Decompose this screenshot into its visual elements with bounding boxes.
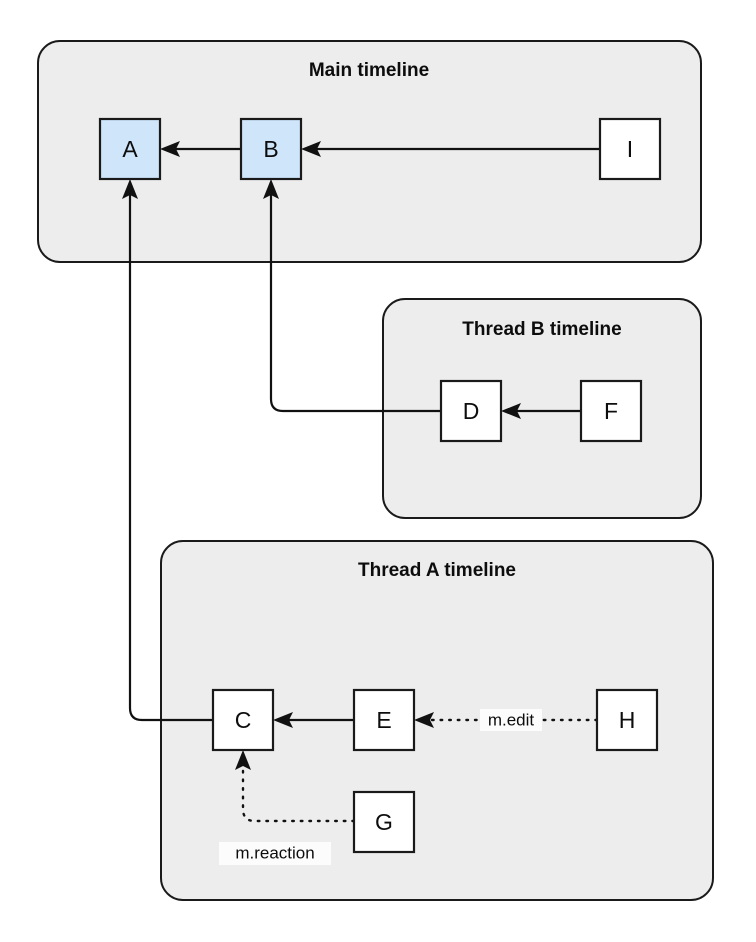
container-title-thread-a: Thread A timeline <box>358 560 516 581</box>
node-box-e[interactable] <box>352 688 416 752</box>
container-group-main[interactable]: Main timeline <box>37 40 702 263</box>
node-box-g[interactable] <box>352 790 416 854</box>
arrow-head-g-to-c <box>235 750 251 770</box>
edge-i-to-b[interactable] <box>301 141 600 157</box>
container-thread-b-timeline[interactable] <box>382 298 702 519</box>
node-label-b: B <box>263 136 278 162</box>
edge-e-to-c[interactable] <box>273 712 354 728</box>
edge-d-to-b[interactable] <box>263 179 441 413</box>
node-b[interactable]: B <box>239 117 303 181</box>
edge-f-to-d[interactable] <box>501 403 581 419</box>
edge-line-d-to-b <box>269 191 441 413</box>
node-box-a[interactable] <box>98 117 162 181</box>
node-label-g: G <box>375 809 393 835</box>
container-group-thread-b[interactable]: Thread B timeline <box>382 298 702 519</box>
node-label-a: A <box>122 136 138 162</box>
node-h[interactable]: H <box>595 688 659 752</box>
arrow-head-h-to-e <box>414 712 434 728</box>
node-box-c[interactable] <box>211 688 275 752</box>
node-label-d: D <box>463 398 480 424</box>
edges-layer: m.edit m.reaction <box>122 141 600 865</box>
node-f[interactable]: F <box>579 379 643 443</box>
edge-g-to-c[interactable]: m.reaction <box>219 750 356 865</box>
edge-b-to-a[interactable] <box>160 141 241 157</box>
node-box-i[interactable] <box>598 117 662 181</box>
nodes-layer: A B I D F C <box>98 117 662 854</box>
arrow-head-i-to-b <box>301 141 321 157</box>
edge-label-bg-m-edit <box>480 709 542 731</box>
arrow-head-f-to-d <box>501 403 521 419</box>
node-box-d[interactable] <box>439 379 503 443</box>
container-group-thread-a[interactable]: Thread A timeline <box>160 540 714 901</box>
edge-line-c-to-a <box>128 191 213 722</box>
node-label-e: E <box>376 707 391 733</box>
node-c[interactable]: C <box>211 688 275 752</box>
node-box-b[interactable] <box>239 117 303 181</box>
edge-label-m-edit: m.edit <box>488 710 535 729</box>
node-label-h: H <box>619 707 636 733</box>
edge-label-bg-m-reaction <box>219 842 331 865</box>
node-label-c: C <box>235 707 252 733</box>
node-box-f[interactable] <box>579 379 643 443</box>
edge-label-m-reaction: m.reaction <box>235 843 314 862</box>
container-main-timeline[interactable] <box>37 40 702 263</box>
arrow-head-b-to-a <box>160 141 180 157</box>
edge-h-to-e[interactable]: m.edit <box>414 709 599 731</box>
node-g[interactable]: G <box>352 790 416 854</box>
node-d[interactable]: D <box>439 379 503 443</box>
node-a[interactable]: A <box>98 117 162 181</box>
node-i[interactable]: I <box>598 117 662 181</box>
edge-c-to-a[interactable] <box>122 179 213 722</box>
arrow-head-e-to-c <box>273 712 293 728</box>
node-box-h[interactable] <box>595 688 659 752</box>
node-label-f: F <box>604 398 618 424</box>
node-e[interactable]: E <box>352 688 416 752</box>
node-label-i: I <box>627 136 633 162</box>
container-title-thread-b: Thread B timeline <box>462 319 621 340</box>
arrow-head-d-to-b <box>263 179 279 199</box>
arrow-head-c-to-a <box>122 179 138 199</box>
container-title-main: Main timeline <box>309 60 429 81</box>
